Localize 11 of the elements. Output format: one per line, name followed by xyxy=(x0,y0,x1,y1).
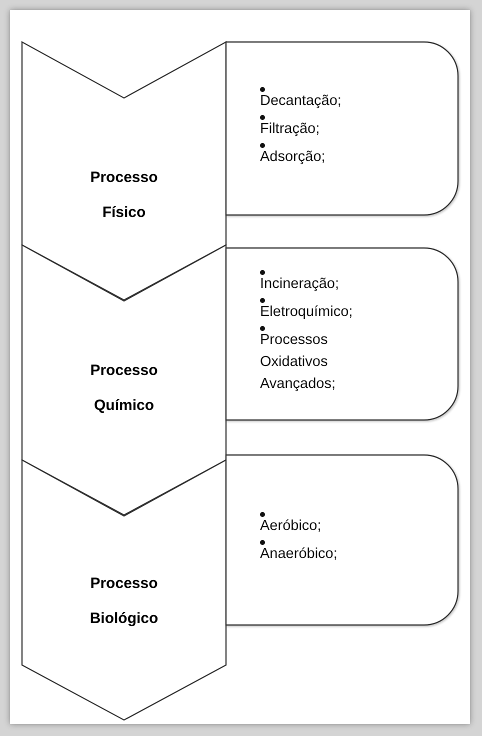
process-title: Processo Físico xyxy=(89,168,159,223)
list-item: Filtração; xyxy=(260,120,321,138)
list-item: Anaeróbico; xyxy=(260,545,338,564)
list-item: Processos Oxidativos Avançados; xyxy=(260,331,337,394)
list-item: Eletroquímico; xyxy=(260,303,354,322)
list-item: Aeróbico; xyxy=(260,517,322,536)
list-item: Incineração; xyxy=(260,275,340,294)
list-item: Decantação; xyxy=(260,92,342,110)
process-title: Processo Químico xyxy=(89,361,159,416)
process-title: Processo Biológico xyxy=(88,574,160,629)
list-item: Adsorção; xyxy=(260,148,326,166)
